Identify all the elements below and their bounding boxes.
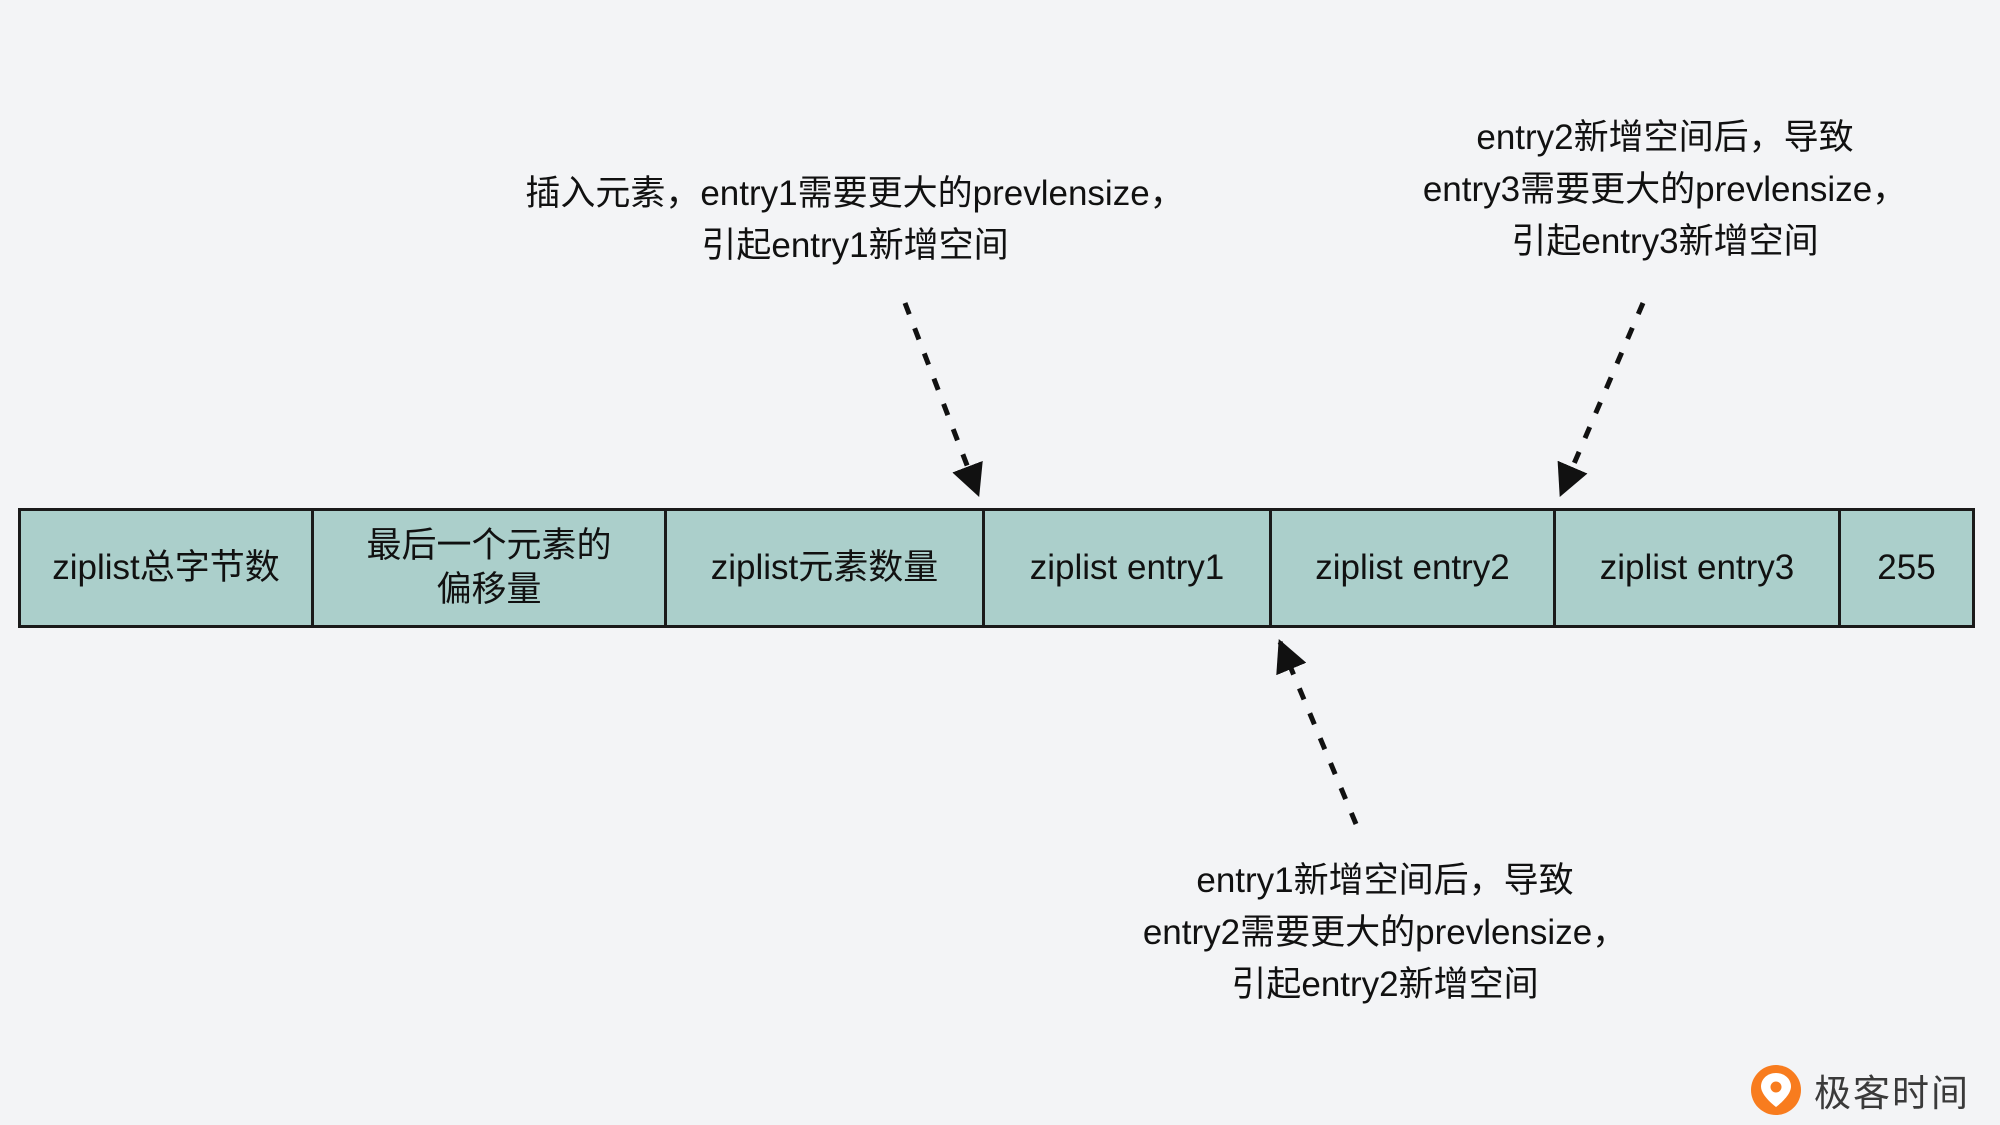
cell-ziplist-entry2: ziplist entry2 <box>1272 508 1556 628</box>
annotation-line: 插入元素，entry1需要更大的prevlensize， <box>525 174 1185 213</box>
annotation-line: entry2需要更大的prevlensize， <box>1142 913 1628 952</box>
cell-ziplist-entry3: ziplist entry3 <box>1556 508 1841 628</box>
cell-ziplist-entry-count: ziplist元素数量 <box>667 508 985 628</box>
geektime-logo-icon <box>1751 1065 1801 1115</box>
annotation-line: 引起entry3新增空间 <box>1511 222 1819 261</box>
annotation-line: entry2新增空间后，导致 <box>1476 118 1854 157</box>
annotation-line: 引起entry1新增空间 <box>701 226 1009 265</box>
cell-ziplist-total-bytes: ziplist总字节数 <box>18 508 314 628</box>
annotation-entry3-cascade: entry2新增空间后，导致 entry3需要更大的prevlensize， 引… <box>1380 112 1950 268</box>
cell-last-entry-offset: 最后一个元素的 偏移量 <box>314 508 667 628</box>
arrow-to-entry1 <box>902 302 983 498</box>
geektime-logo: 极客时间 <box>1750 1063 1970 1117</box>
arrow-to-entry3 <box>1557 302 1646 497</box>
annotation-line: entry1新增空间后，导致 <box>1196 861 1574 900</box>
arrow-to-entry2 <box>1276 639 1359 825</box>
annotation-entry2-cascade: entry1新增空间后，导致 entry2需要更大的prevlensize， 引… <box>1100 855 1670 1011</box>
geektime-logo-text: 极客时间 <box>1814 1073 1970 1114</box>
ziplist-structure: ziplist总字节数 最后一个元素的 偏移量 ziplist元素数量 zipl… <box>18 508 1975 628</box>
cell-end-byte-255: 255 <box>1841 508 1975 628</box>
annotation-line: 引起entry2新增空间 <box>1231 965 1539 1004</box>
cell-ziplist-entry1: ziplist entry1 <box>985 508 1272 628</box>
annotation-line: entry3需要更大的prevlensize， <box>1422 170 1908 209</box>
annotation-entry1-insert: 插入元素，entry1需要更大的prevlensize， 引起entry1新增空… <box>500 168 1210 272</box>
